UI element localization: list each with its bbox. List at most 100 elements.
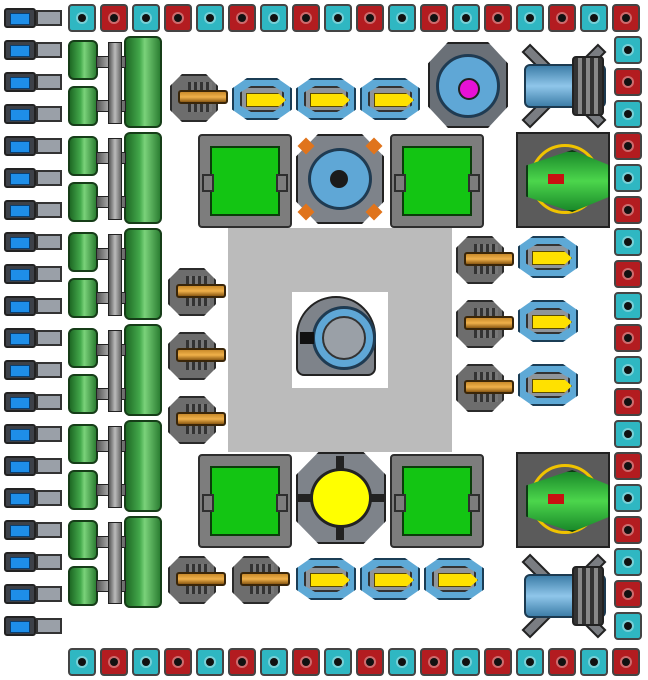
cyan-armor-tile <box>614 100 642 128</box>
generator-icon[interactable] <box>68 516 164 612</box>
red-armor-tile <box>100 648 128 676</box>
mass-driver-icon[interactable] <box>168 264 228 320</box>
cyan-armor-tile <box>452 4 480 32</box>
red-armor-tile <box>614 580 642 608</box>
engine-icon[interactable] <box>516 548 612 644</box>
battery-icon[interactable] <box>2 548 64 576</box>
red-armor-tile <box>484 4 512 32</box>
battery-icon[interactable] <box>2 132 64 160</box>
red-armor-tile <box>614 68 642 96</box>
generator-icon[interactable] <box>68 132 164 228</box>
mass-driver-icon[interactable] <box>168 392 228 448</box>
generator-icon[interactable] <box>68 324 164 420</box>
cyan-armor-tile <box>388 4 416 32</box>
laser-icon[interactable] <box>516 298 580 344</box>
cyan-armor-tile <box>614 356 642 384</box>
battery-icon[interactable] <box>2 356 64 384</box>
laser-icon[interactable] <box>516 362 580 408</box>
cyan-armor-tile <box>388 648 416 676</box>
red-armor-tile <box>228 648 256 676</box>
cyan-armor-tile <box>614 36 642 64</box>
red-armor-tile <box>292 648 320 676</box>
storage-icon[interactable] <box>198 454 292 548</box>
battery-icon[interactable] <box>2 324 64 352</box>
battery-icon[interactable] <box>2 484 64 512</box>
engine-icon[interactable] <box>516 38 612 134</box>
cyan-armor-tile <box>132 648 160 676</box>
cloak-hub-icon[interactable] <box>292 292 388 388</box>
battery-icon[interactable] <box>2 580 64 608</box>
thruster-icon[interactable] <box>516 132 610 228</box>
storage-icon[interactable] <box>390 134 484 228</box>
laser-icon[interactable] <box>516 234 580 280</box>
battery-icon[interactable] <box>2 612 64 640</box>
cyan-armor-tile <box>614 164 642 192</box>
mass-driver-icon[interactable] <box>456 360 516 416</box>
cyan-armor-tile <box>580 648 608 676</box>
thruster-icon[interactable] <box>516 452 610 548</box>
cyan-armor-tile <box>452 648 480 676</box>
battery-icon[interactable] <box>2 100 64 128</box>
mass-driver-icon[interactable] <box>168 552 228 608</box>
red-armor-tile <box>614 132 642 160</box>
battery-icon[interactable] <box>2 228 64 256</box>
cyan-armor-tile <box>68 4 96 32</box>
cyan-armor-tile <box>68 648 96 676</box>
red-armor-tile <box>292 4 320 32</box>
battery-icon[interactable] <box>2 420 64 448</box>
cyan-armor-tile <box>324 648 352 676</box>
cyan-armor-tile <box>580 4 608 32</box>
laser-icon[interactable] <box>230 76 294 122</box>
battery-icon[interactable] <box>2 164 64 192</box>
cyan-armor-tile <box>614 548 642 576</box>
scanner-icon[interactable] <box>428 42 508 128</box>
shield-core-icon[interactable] <box>296 134 384 224</box>
red-armor-tile <box>612 4 640 32</box>
red-armor-tile <box>228 4 256 32</box>
laser-icon[interactable] <box>358 556 422 602</box>
red-armor-tile <box>614 452 642 480</box>
laser-icon[interactable] <box>358 76 422 122</box>
mass-driver-icon[interactable] <box>232 552 292 608</box>
storage-icon[interactable] <box>198 134 292 228</box>
laser-icon[interactable] <box>294 556 358 602</box>
battery-icon[interactable] <box>2 4 64 32</box>
generator-icon[interactable] <box>68 420 164 516</box>
cyan-armor-tile <box>614 292 642 320</box>
red-armor-tile <box>548 648 576 676</box>
battery-icon[interactable] <box>2 516 64 544</box>
red-armor-tile <box>614 388 642 416</box>
battery-icon[interactable] <box>2 292 64 320</box>
cyan-armor-tile <box>614 228 642 256</box>
mass-driver-icon[interactable] <box>456 296 516 352</box>
cyan-armor-tile <box>516 4 544 32</box>
mass-driver-icon[interactable] <box>170 70 230 126</box>
battery-icon[interactable] <box>2 68 64 96</box>
storage-icon[interactable] <box>390 454 484 548</box>
red-armor-tile <box>100 4 128 32</box>
battery-icon[interactable] <box>2 452 64 480</box>
mass-driver-icon[interactable] <box>456 232 516 288</box>
red-armor-tile <box>484 648 512 676</box>
red-armor-tile <box>356 648 384 676</box>
cyan-armor-tile <box>614 420 642 448</box>
laser-icon[interactable] <box>422 556 486 602</box>
red-armor-tile <box>548 4 576 32</box>
cyan-armor-tile <box>260 4 288 32</box>
power-core-icon[interactable] <box>296 452 386 544</box>
battery-icon[interactable] <box>2 260 64 288</box>
generator-icon[interactable] <box>68 228 164 324</box>
laser-icon[interactable] <box>294 76 358 122</box>
battery-icon[interactable] <box>2 36 64 64</box>
cyan-armor-tile <box>516 648 544 676</box>
mass-driver-icon[interactable] <box>168 328 228 384</box>
battery-icon[interactable] <box>2 196 64 224</box>
generator-icon[interactable] <box>68 36 164 132</box>
red-armor-tile <box>420 648 448 676</box>
red-armor-tile <box>612 648 640 676</box>
battery-icon[interactable] <box>2 388 64 416</box>
cyan-armor-tile <box>196 4 224 32</box>
cyan-armor-tile <box>324 4 352 32</box>
cyan-armor-tile <box>132 4 160 32</box>
red-armor-tile <box>356 4 384 32</box>
